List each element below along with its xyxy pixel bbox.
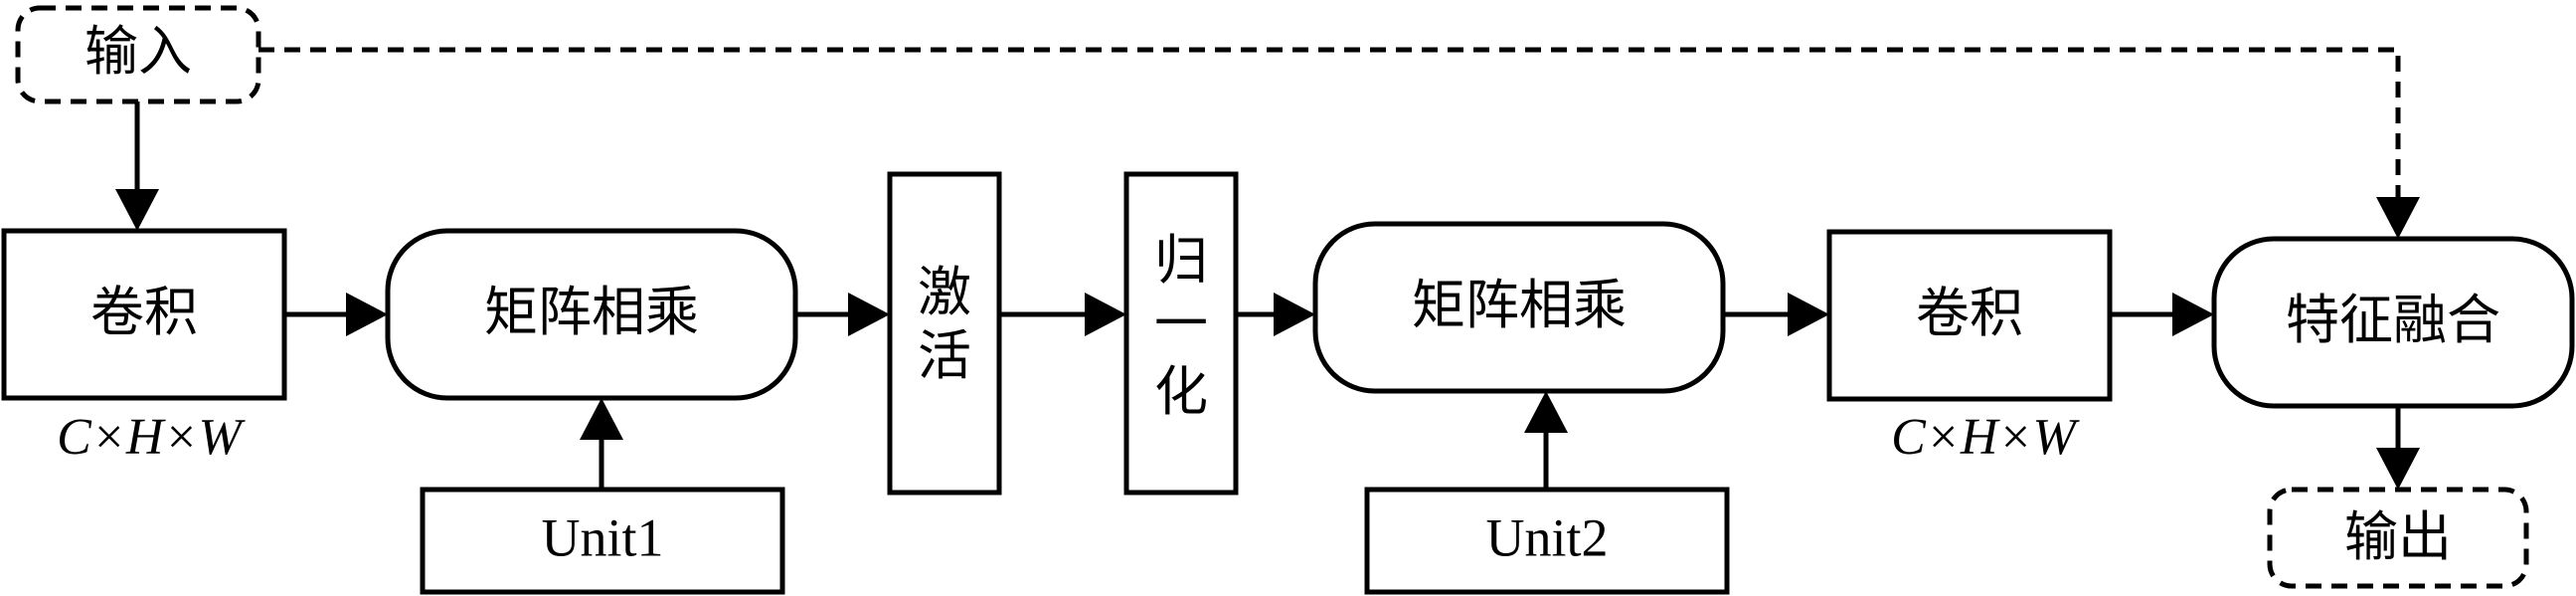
output-label: 输出 <box>2344 505 2452 568</box>
arrow-matmul1-to-activation <box>848 293 890 336</box>
conv1-label: 卷积 <box>90 281 198 343</box>
arrow-fusion-to-output <box>2376 448 2420 490</box>
arrow-normalize-to-matmul2 <box>1274 293 1315 336</box>
normalize-node <box>1123 171 1239 496</box>
matmul2-label: 矩阵相乘 <box>1412 274 1627 336</box>
fusion-node <box>2211 236 2575 409</box>
arrow-conv1-to-matmul1 <box>346 293 388 336</box>
conv2-label: 卷积 <box>1916 282 2023 344</box>
activation-node <box>887 171 1002 496</box>
matmul2-node <box>1312 221 1726 394</box>
conv2-dimension-label: C×H×W <box>1891 409 2080 466</box>
unit1-label: Unit1 <box>541 507 663 567</box>
connectors <box>134 47 2401 490</box>
arrow-matmul2-to-conv2 <box>1788 293 1829 336</box>
arrow-conv2-to-fusion <box>2172 293 2214 336</box>
activation-label-char-1: 激 <box>918 261 971 323</box>
arrow-activation-to-normalize <box>1085 293 1126 336</box>
arrow-unit1-to-matmul1 <box>580 398 623 440</box>
unit1-node <box>420 487 785 595</box>
matmul1-label: 矩阵相乘 <box>484 281 699 343</box>
unit2-label: Unit2 <box>1485 507 1608 567</box>
activation-label-char-2: 活 <box>918 324 971 387</box>
arrowheads <box>115 189 2420 490</box>
fusion-label: 特征融合 <box>2286 289 2500 351</box>
conv2-node <box>1826 229 2113 402</box>
input-label: 输入 <box>85 20 192 83</box>
arrow-input-to-conv1 <box>115 189 159 231</box>
conv1-dimension-label: C×H×W <box>57 409 246 466</box>
normalize-label-char-2: 一 <box>1154 293 1208 355</box>
normalize-label-char-3: 化 <box>1154 360 1208 423</box>
normalize-label-char-1: 归 <box>1154 229 1208 292</box>
arrow-input-to-fusion <box>2376 197 2420 239</box>
arrow-unit2-to-matmul2 <box>1524 391 1568 433</box>
unit2-node <box>1364 487 1730 595</box>
input-node <box>15 5 261 104</box>
